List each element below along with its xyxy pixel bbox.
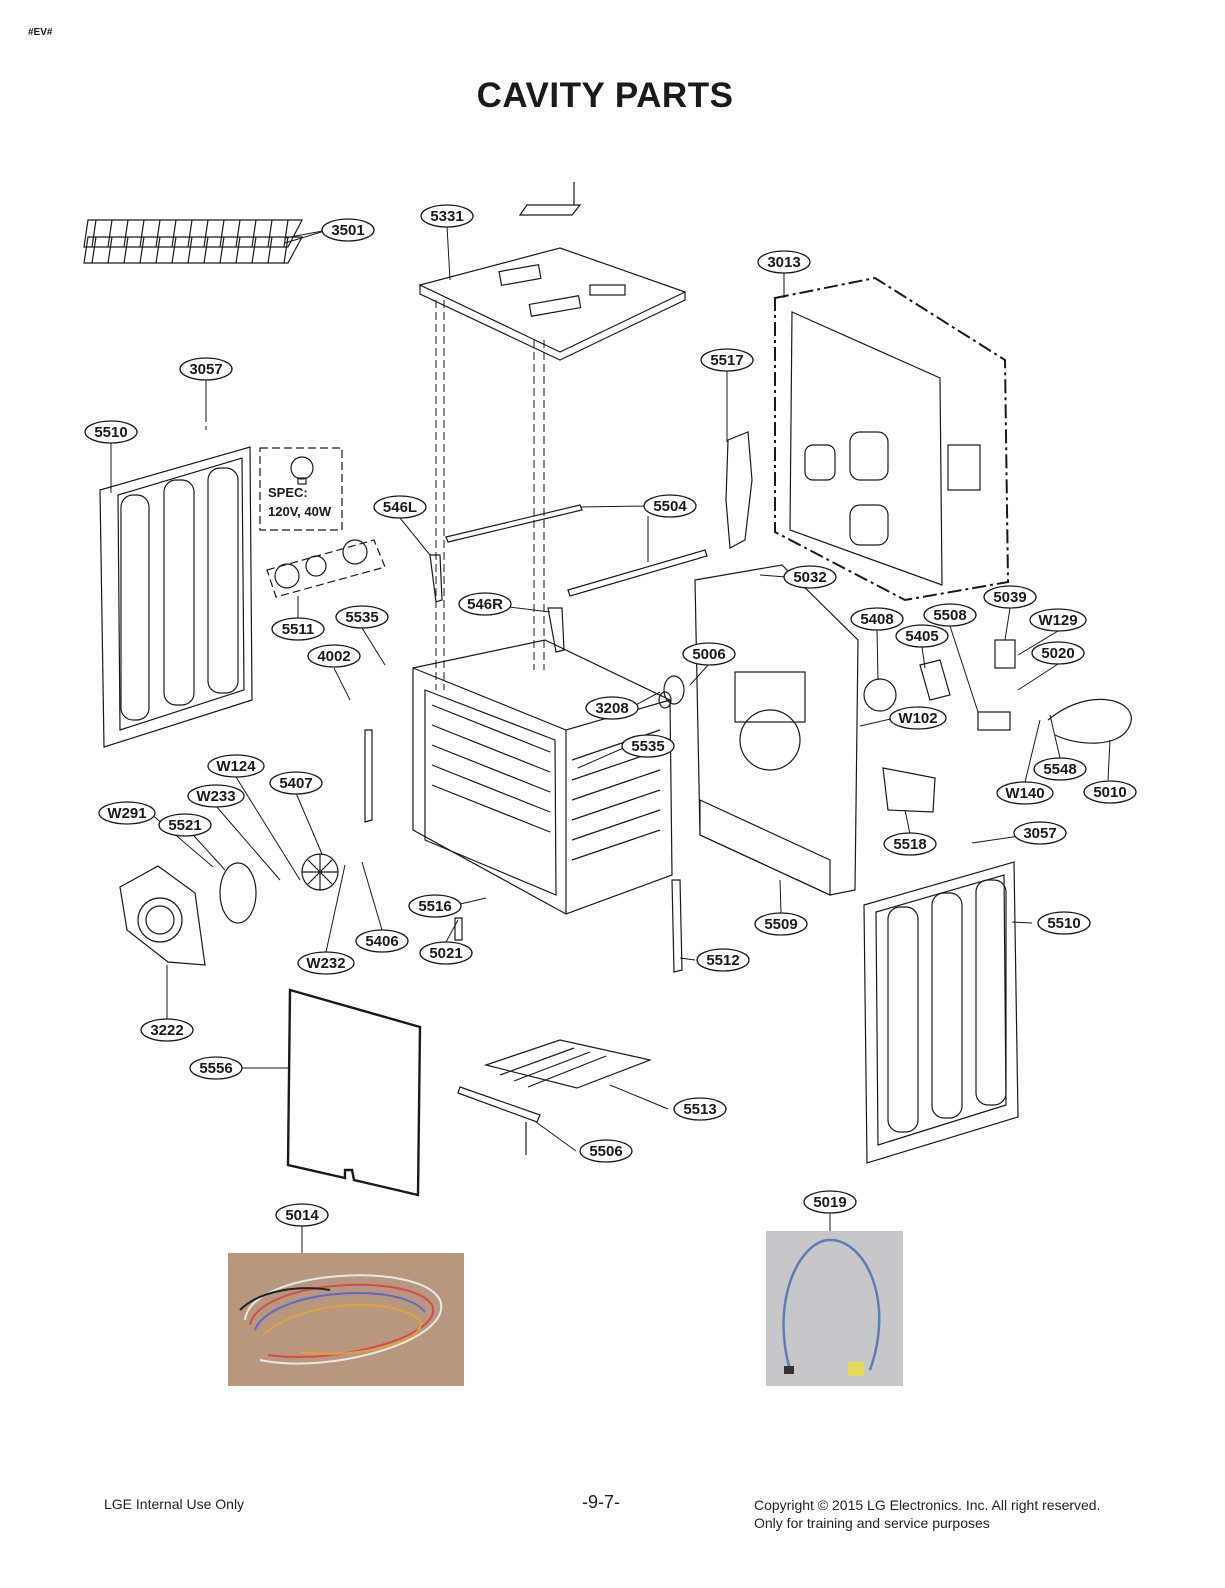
vent-duct-drawing: [725, 431, 753, 549]
callout-W291: W291: [107, 805, 146, 822]
rails-drawing: [445, 504, 708, 597]
bottom-rail-drawing: [457, 1086, 541, 1123]
lamp-bulb-drawing: [290, 456, 314, 485]
callout-3222: 3222: [150, 1022, 183, 1039]
page-title: CAVITY PARTS: [476, 76, 734, 115]
callout-3057-right: 3057: [1023, 825, 1056, 842]
callout-5331: 5331: [430, 208, 463, 225]
callout-5014: 5014: [285, 1207, 319, 1224]
callout-546L: 546L: [383, 499, 417, 516]
training-line: Only for training and service purposes: [754, 1515, 990, 1531]
callout-5406: 5406: [365, 933, 398, 950]
callout-546R: 546R: [467, 596, 503, 613]
callout-3013: 3013: [767, 254, 800, 271]
callout-5408: 5408: [860, 611, 893, 628]
oven-rack-drawing: [83, 219, 304, 264]
document-tag: #EV#: [28, 27, 53, 38]
spec-line-1: SPEC:: [268, 485, 308, 500]
callout-5517: 5517: [710, 352, 743, 369]
callout-5513: 5513: [683, 1101, 716, 1118]
rear-panel-drawing: [774, 276, 1010, 602]
callout-W124: W124: [216, 758, 256, 775]
callout-W232: W232: [306, 955, 345, 972]
callout-5516: 5516: [418, 898, 451, 915]
fan-cover-drawing: [119, 865, 206, 966]
callout-5508: 5508: [933, 607, 966, 624]
callout-5510-left: 5510: [94, 424, 127, 441]
left-side-panel-drawing: [99, 446, 253, 748]
callout-5535-mid: 5535: [631, 738, 664, 755]
wire-harness-photo: [228, 1253, 464, 1386]
callout-5535-top: 5535: [345, 609, 378, 626]
footer-internal-use: LGE Internal Use Only: [104, 1496, 245, 1512]
callout-5512: 5512: [706, 952, 739, 969]
callout-5509: 5509: [764, 916, 797, 933]
callout-5548: 5548: [1043, 761, 1076, 778]
callout-5021: 5021: [429, 945, 462, 962]
footer-copyright: Copyright © 2015 LG Electronics. Inc. Al…: [754, 1496, 1100, 1532]
callout-5511: 5511: [282, 621, 315, 638]
broil-element-drawing: [483, 1039, 653, 1089]
callout-W140: W140: [1005, 785, 1044, 802]
callout-5405: 5405: [905, 628, 938, 645]
callout-3501: 3501: [331, 222, 364, 239]
callout-W102: W102: [898, 710, 937, 727]
callout-3057-top: 3057: [189, 361, 222, 378]
fan-ring-drawing: [219, 862, 257, 924]
copyright-line: Copyright © 2015 LG Electronics. Inc. Al…: [754, 1497, 1101, 1513]
callout-5510-right: 5510: [1047, 915, 1080, 932]
page-number: -9-7-: [582, 1492, 621, 1512]
wire-assembly-photo: [766, 1231, 903, 1386]
callout-5032: 5032: [793, 569, 826, 586]
right-side-panel-drawing: [863, 861, 1019, 1164]
oven-cavity-drawing: [412, 639, 673, 915]
callout-W129: W129: [1038, 612, 1077, 629]
callout-5039: 5039: [993, 589, 1026, 606]
callout-5006: 5006: [692, 646, 725, 663]
callout-5518: 5518: [893, 836, 926, 853]
callout-W233: W233: [196, 788, 235, 805]
callout-5504: 5504: [653, 498, 687, 515]
back-plate-drawing: [694, 564, 859, 896]
callout-5020: 5020: [1041, 645, 1074, 662]
door-gasket-drawing: [286, 988, 422, 1197]
callout-5506: 5506: [589, 1143, 622, 1160]
fan-blade-drawing: [301, 853, 339, 891]
callout-4002: 4002: [317, 648, 350, 665]
callout-5010: 5010: [1093, 784, 1126, 801]
callout-5556: 5556: [199, 1060, 232, 1077]
callout-5521: 5521: [168, 817, 201, 834]
callout-5019: 5019: [813, 1194, 846, 1211]
callout-5407: 5407: [279, 775, 312, 792]
callout-3208: 3208: [595, 700, 628, 717]
top-plate-drawing: [418, 182, 687, 361]
spec-line-2: 120V, 40W: [268, 504, 332, 519]
